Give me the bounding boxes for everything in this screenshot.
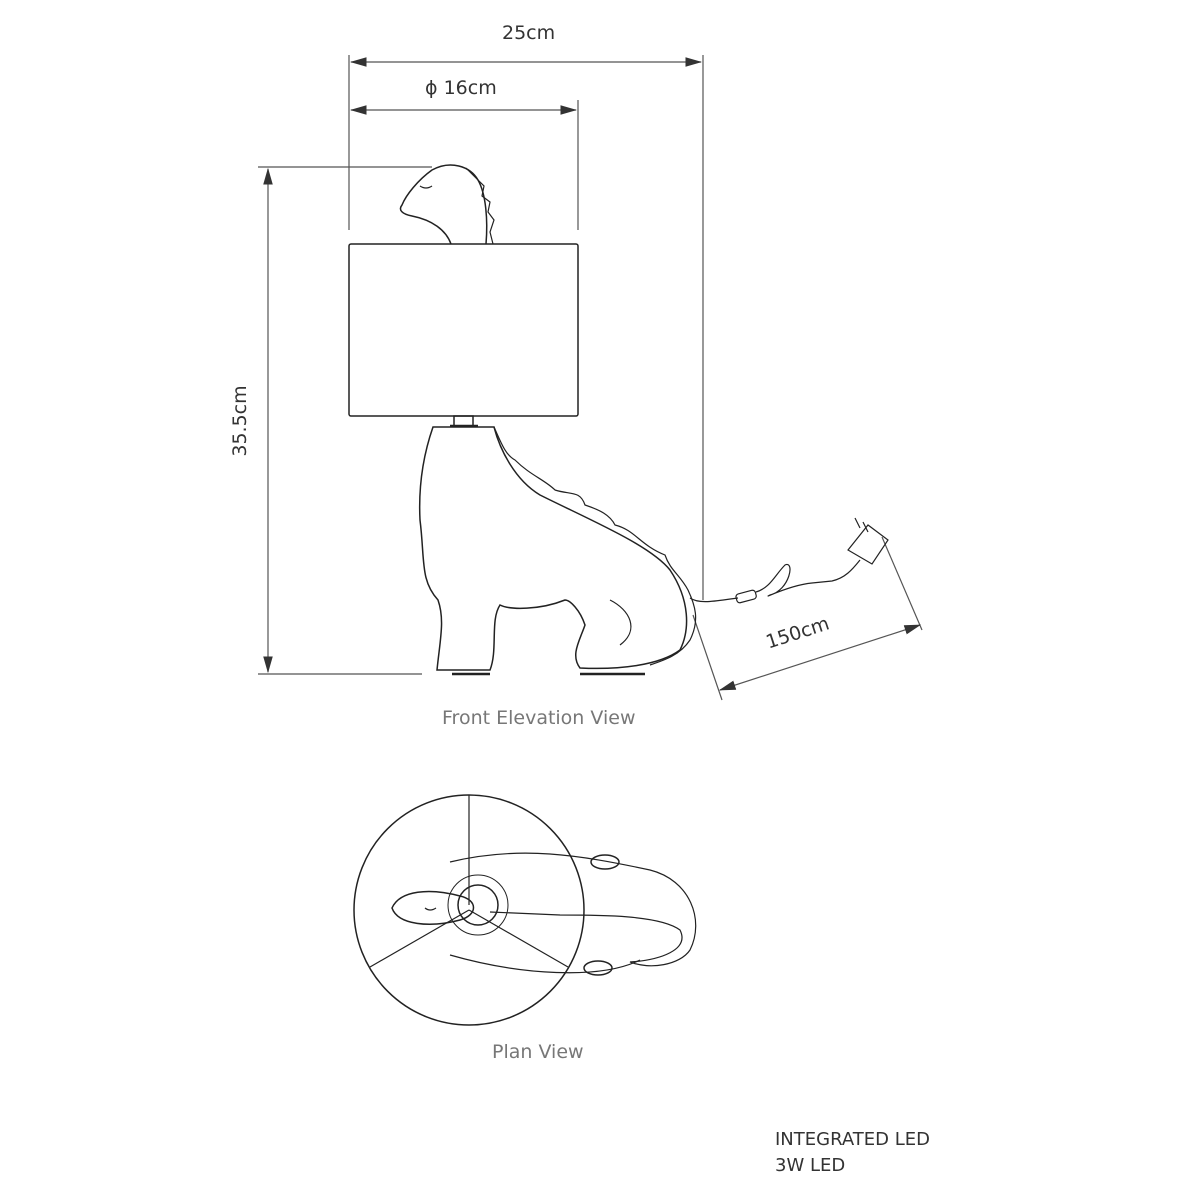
- spec-wattage: 3W LED: [775, 1155, 846, 1176]
- dim-label-height: 35.5cm: [229, 385, 251, 457]
- dim-height-35: [258, 166, 432, 675]
- view-label-front: Front Elevation View: [442, 707, 636, 729]
- lamp-plan-view: [353, 794, 697, 1026]
- spec-integrated-led: INTEGRATED LED: [775, 1129, 930, 1150]
- dim-shade-16: [349, 100, 579, 230]
- dim-label-shade-diameter: ϕ 16cm: [425, 77, 497, 99]
- dim-label-width: 25cm: [502, 22, 556, 44]
- view-label-plan: Plan View: [492, 1041, 584, 1063]
- power-cable: [689, 517, 889, 604]
- dim-cable-150: [692, 536, 923, 701]
- lamp-front-elevation: [348, 164, 697, 676]
- dim-width-25: [348, 55, 704, 600]
